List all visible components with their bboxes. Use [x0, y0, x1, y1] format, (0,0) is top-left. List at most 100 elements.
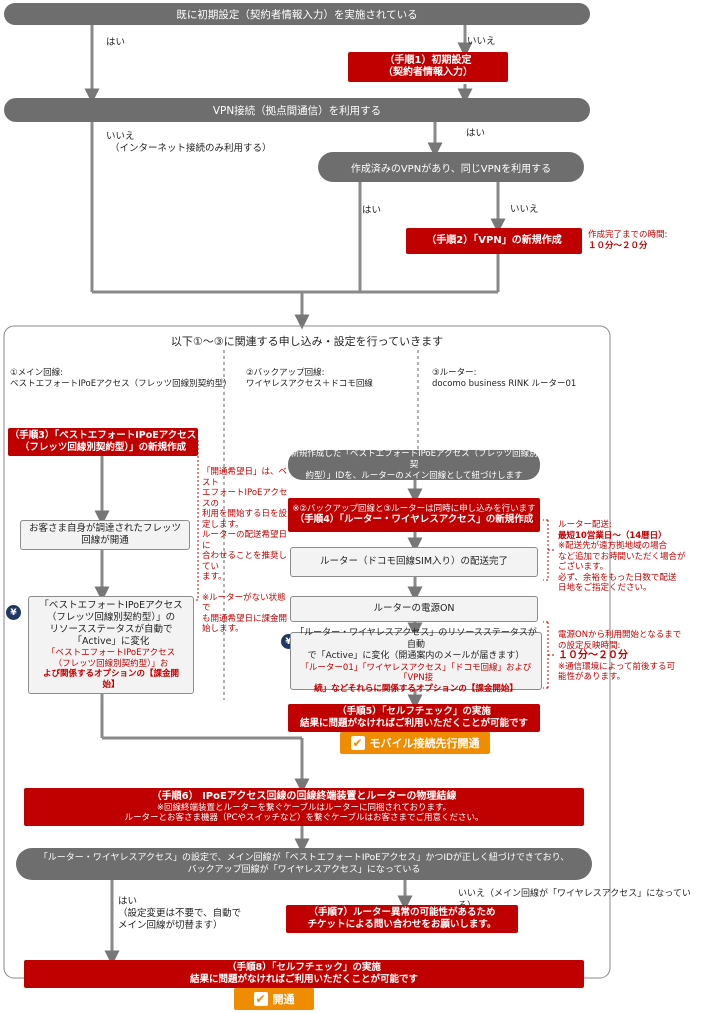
question-final-line2: バックアップ回線が「ワイヤレスアクセス」になっている — [187, 865, 421, 875]
column3-header: ③ルーター: docomo business RINK ルーター01 — [432, 368, 576, 390]
yes-label-4-sub1: （設定変更は不要で、自動で — [118, 908, 242, 919]
column1-header: ①メイン回線: ベストエフォートIPoEアクセス（フレッツ回線別契約型） — [10, 368, 232, 390]
yes-label-4-text: はい — [118, 896, 138, 907]
no-label-3: いいえ — [510, 204, 539, 215]
yes-label-2: はい — [466, 128, 486, 139]
ipoe-active-line2: （フレッツ回線別契約型）」の — [46, 612, 176, 623]
yes-label-1: はい — [106, 37, 126, 48]
step1-subtitle: （契約者情報入力） — [383, 67, 473, 78]
column2-header-line1: ②バックアップ回線: — [246, 368, 325, 378]
question-same-vpn-text: 作成済みのVPNがあり、同じVPNを利用する — [350, 163, 552, 175]
start-date-note-line9: も開通希望日に課金開 — [202, 613, 288, 624]
step6-note2: ルーターとお客さま機器（PCやスイッチなど）を繋ぐケーブルはお客さまでご用意くだ… — [124, 813, 484, 823]
router-active-box: 「ルーター・ワイヤレスアクセス」のリソースステータスが自動 で「Active」に… — [290, 628, 542, 694]
power-on-note-line4: ※通信環境によって前後する可 — [558, 661, 675, 672]
start-date-note-line8: ※ルーターがない状態で — [202, 592, 286, 614]
flets-open-line2: 回線が開通 — [81, 535, 129, 546]
step7-line1: （手順7）ルーター異常の可能性があるため — [308, 907, 496, 918]
power-on-note: 電源ONから利用開始となるまで の設定反映時間: １０分～２０分 ※通信環境によ… — [558, 630, 702, 683]
step2-note-line2: １０分～２０分 — [588, 240, 648, 251]
step5-box: （手順5）「セルフチェック」の実施 結果に問題がなければご利用いただくことが可能… — [288, 704, 540, 732]
question-initial-setup-text: 既に初期設定（契約者情報入力）を実施されている — [176, 8, 418, 21]
router-active-line1: 「ルーター・ワイヤレスアクセス」のリソースステータスが自動 — [295, 628, 537, 650]
no-label-2-sub: （インターネット接続のみ利用する） — [110, 143, 272, 154]
column2-header: ②バックアップ回線: ワイヤレスアクセス＋ドコモ回線 — [246, 368, 373, 390]
start-date-note-line6: 合わせることを推奨してい — [202, 551, 288, 572]
step2-title: （手順2）「VPN」の新規作成 — [426, 235, 562, 246]
router-billing-line2: 続」などそれらに関係するオプションの【課金開始】 — [314, 683, 518, 694]
yen-icon: ¥ — [6, 605, 21, 620]
shipping-note-line1: ルーター配送: — [558, 520, 612, 530]
ipoe-active-line4: 「Active」に変化 — [72, 636, 150, 647]
open-text: 開通 — [272, 993, 295, 1006]
open-badge: ✔ 開通 — [234, 988, 314, 1010]
step8-line2: 結果に問題がなければご利用いただくことが可能です — [189, 974, 418, 985]
link-main-line-box: 新規作成した「ベストエフォートIPoEアクセス（フレッツ回線別契 約型）」IDを… — [288, 448, 540, 481]
step1-box: （手順1）初期設定 （契約者情報入力） — [348, 52, 508, 82]
step3-line2: （フレッツ回線別契約型）」の新規作成 — [19, 442, 187, 453]
link-main-line-line2: 約型）」IDを、ルーターのメイン回線として紐づけします — [305, 470, 523, 481]
shipping-note-line4: など追加でお時間いただく場合が — [558, 551, 686, 562]
start-date-note: 「開通希望日」は、ベスト エフォートIPoEアクセスの 利用を開始する日を設 定… — [202, 467, 292, 635]
step2-box: （手順2）「VPN」の新規作成 — [406, 228, 582, 254]
step6-note1: ※回線終端装置とルーターを繋ぐケーブルはルーターに同梱されております。 — [156, 802, 452, 813]
link-main-line-line1: 新規作成した「ベストエフォートIPoEアクセス（フレッツ回線別契 — [290, 448, 538, 470]
step8-box: （手順8）「セルフチェック」の実施 結果に問題がなければご利用いただくことが可能… — [24, 960, 584, 988]
step4-title: （手順4）「ルーター・ワイヤレスアクセス」の新規作成 — [294, 514, 534, 526]
step5-line2: 結果に問題がなければご利用いただくことが可能です — [299, 718, 528, 729]
question-same-vpn: 作成済みのVPNがあり、同じVPNを利用する — [318, 152, 584, 182]
question-final-check: 「ルーター・ワイヤレスアクセス」の設定で、メイン回線が「ベストエフォートIPoE… — [16, 848, 592, 880]
power-on-note-line3: １０分～２０分 — [558, 650, 628, 661]
ipoe-billing-line3: よび関係するオプションの【課金開 — [42, 669, 179, 679]
step7-line2: チケットによる問い合わせをお願いします。 — [307, 919, 497, 930]
power-on-note-line1: 電源ONから利用開始となるまで — [558, 630, 682, 640]
ipoe-active-box: 「ベストエフォートIPoEアクセス （フレッツ回線別契約型）」の リソースステー… — [28, 596, 194, 694]
shipping-note-line5: ございます。 — [558, 562, 609, 572]
router-shipped-text: ルーター（ドコモ回線SIM入り）の配送完了 — [319, 556, 509, 567]
step3-box: （手順3）「ベストエフォートIPoEアクセス （フレッツ回線別契約型）」の新規作… — [8, 428, 198, 456]
ipoe-active-line1: 「ベストエフォートIPoEアクセス — [39, 600, 183, 611]
start-date-note-line3: 利用を開始する日を設 — [202, 509, 288, 519]
question-initial-setup: 既に初期設定（契約者情報入力）を実施されている — [4, 3, 590, 25]
ipoe-billing-line2: （フレッツ回線別契約型）」お — [53, 658, 169, 669]
question-final-line1: 「ルーター・ワイヤレスアクセス」の設定で、メイン回線が「ベストエフォートIPoE… — [38, 853, 570, 863]
step8-line1: （手順8）「セルフチェック」の実施 — [227, 962, 381, 973]
check-icon: ✔ — [350, 736, 365, 750]
panel-title: 以下①～③に関連する申し込み・設定を行っていきます — [170, 335, 444, 348]
step4-box: ※②バックアップ回線と③ルーターは同時に申し込みを行います （手順4）「ルーター… — [288, 498, 540, 532]
router-active-line2: で「Active」に変化（開通案内のメールが届きます） — [307, 651, 525, 661]
shipping-note-line6: 必ず、余裕をもった日数で配送 — [558, 572, 677, 583]
column3-header-line1: ③ルーター: — [432, 368, 477, 378]
start-date-note-line5: ルーターの配送希望日に — [202, 530, 288, 551]
shipping-note-line3: ※配送先が遠方拠地域の場合 — [558, 541, 668, 551]
start-date-note-line2: エフォートIPoEアクセスの — [202, 488, 288, 509]
step6-box: （手順6） IPoEアクセス回線の回線終端装置とルーターの物理結線 ※回線終端装… — [24, 788, 584, 826]
router-power-on-box: ルーターの電源ON — [290, 596, 538, 622]
question-vpn: VPN接続（拠点間通信）を利用する — [4, 98, 590, 122]
yes-label-4-sub2: メイン回線が切替ます） — [118, 920, 223, 931]
column3-header-line2: docomo business RINK ルーター01 — [432, 379, 577, 389]
router-power-on-text: ルーターの電源ON — [373, 603, 455, 614]
column1-header-line2: ベストエフォートIPoEアクセス（フレッツ回線別契約型） — [10, 379, 232, 389]
mobile-first-open-badge: ✔ モバイル接続先行開通 — [340, 732, 490, 754]
shipping-note-line2: 最短10営業日～（14暦日） — [558, 530, 667, 541]
start-date-note-line10: 始します。 — [202, 624, 244, 634]
ipoe-billing-line1: 「ベストエフォートIPoEアクセス — [46, 648, 176, 658]
step4-note: ※②バックアップ回線と③ルーターは同時に申し込みを行います — [292, 503, 536, 514]
yes-label-4: はい （設定変更は不要で、自動で メイン回線が切替ます） — [118, 896, 241, 932]
flets-open-box: お客さま自身が調達されたフレッツ 回線が開通 — [20, 520, 190, 550]
yes-label-3: はい — [362, 205, 382, 216]
step5-line1: （手順5）「セルフチェック」の実施 — [337, 706, 491, 717]
mobile-first-open-text: モバイル接続先行開通 — [369, 737, 480, 750]
column1-header-line1: ①メイン回線: — [10, 368, 63, 378]
check-icon-2: ✔ — [253, 992, 268, 1006]
start-date-note-line1: 「開通希望日」は、ベスト — [202, 467, 288, 488]
start-date-note-line4: 定します。 — [202, 519, 244, 530]
router-billing-line1: 「ルーター01」「ワイヤレスアクセス」「ドコモ回線」および「VPN接 — [300, 662, 532, 684]
shipping-note: ルーター配送: 最短10営業日～（14暦日） ※配送先が遠方拠地域の場合 など追… — [558, 520, 702, 594]
flets-open-line1: お客さま自身が調達されたフレッツ — [28, 523, 181, 534]
router-shipped-box: ルーター（ドコモ回線SIM入り）の配送完了 — [290, 547, 538, 577]
power-on-note-line2: の設定反映時間: — [558, 640, 621, 651]
step3-line1: （手順3）「ベストエフォートIPoEアクセス — [9, 430, 197, 441]
